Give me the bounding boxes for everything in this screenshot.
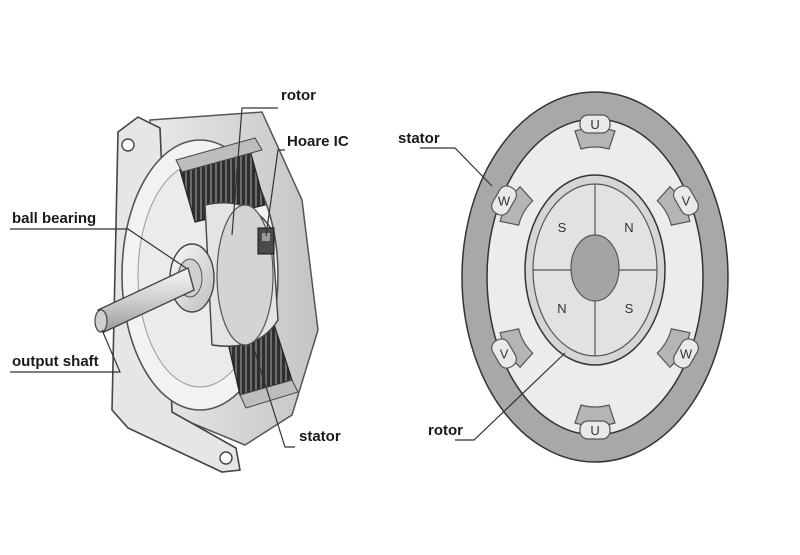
cutaway-motor [94,111,319,473]
leader-rotor-right [455,352,566,441]
winding-w: W [656,328,699,369]
leader-stator-left [254,351,295,448]
flange-hole [219,451,233,465]
winding-w: W [491,185,534,226]
label-rotor: rotor [281,87,316,104]
shaft-end [94,309,108,333]
stator-iron-top [175,137,263,173]
winding-letter: U [590,117,599,132]
label-stator-left: stator [299,428,341,445]
winding-letter: W [498,194,511,209]
winding-coil [491,338,518,369]
label-output-shaft: output shaft [12,353,99,370]
cutaway-leaders [10,107,295,448]
label-ball-bearing: ball bearing [12,210,96,227]
rotor-pole-s: S [625,301,634,316]
winding-coil [579,420,611,440]
leader-ball-bearing [10,228,187,269]
rotor-pole-n: N [557,301,566,316]
leader-rotor [231,107,278,236]
winding-letter: W [680,347,693,362]
stator-windings: U V W U V W [491,114,699,440]
schematic-leaders [420,147,566,441]
winding-letter: U [590,423,599,438]
winding-coil [491,185,518,216]
rotor-pole-n: N [624,220,633,235]
schematic: U V W U V W S N N S [461,91,729,463]
rotor-core [570,234,620,302]
winding-v: V [656,185,699,226]
flange-hole [121,138,135,152]
rotor-poles: S N N S [557,220,633,316]
leader-hall-ic [265,149,285,237]
winding-letter: V [682,194,691,209]
rotor-cup-rim [216,204,274,346]
winding-v: V [491,328,534,369]
winding-coil [672,338,699,369]
winding-u: U [574,114,616,150]
winding-coil [672,185,699,216]
label-hall-ic: Hoare IC [287,133,349,150]
leader-output-shaft [10,329,121,373]
label-rotor-right: rotor [428,422,463,439]
label-stator-right: stator [398,130,440,147]
rotor-pole-s: S [558,220,567,235]
winding-coil [579,114,611,134]
hall-ic-chip [262,233,270,241]
winding-u: U [574,404,616,440]
stator-iron-bottom [239,379,299,409]
leader-stator-right [420,147,493,187]
winding-letter: V [500,347,509,362]
